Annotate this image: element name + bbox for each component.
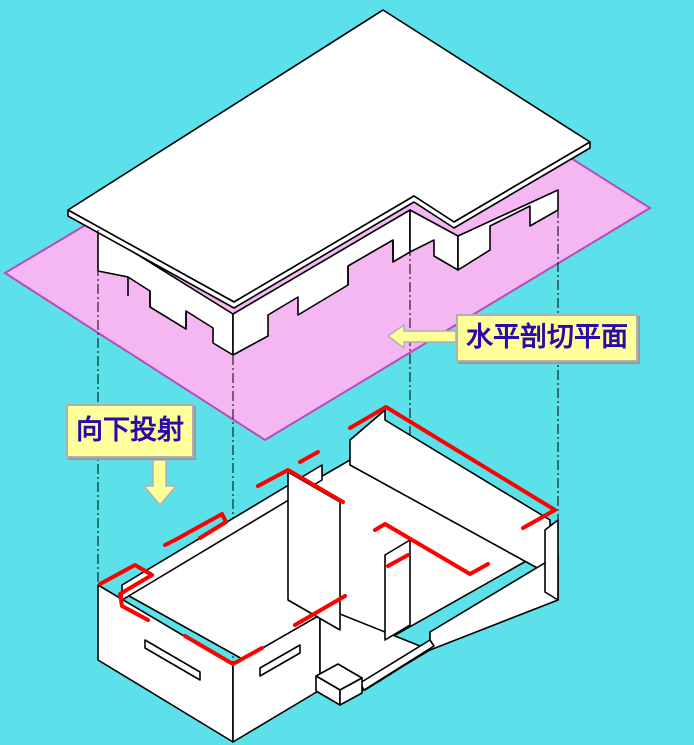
upper-front-left-notches <box>149 291 187 330</box>
arrow-down-icon <box>142 459 178 507</box>
lower-remaining-part <box>97 409 559 743</box>
entry-stoop-side <box>339 677 363 706</box>
interior-right-wall <box>349 409 551 576</box>
upper-removed-part <box>67 9 591 356</box>
door-sill <box>144 639 201 681</box>
exterior-right-end-wall <box>544 519 559 601</box>
roof-slab-edge <box>67 141 591 309</box>
projection-direction-label: 向下投射 <box>66 404 194 458</box>
cut-section-outline <box>98 405 557 666</box>
door-sill-2 <box>259 644 301 677</box>
cutting-plane-label: 水平剖切平面 <box>456 314 638 362</box>
